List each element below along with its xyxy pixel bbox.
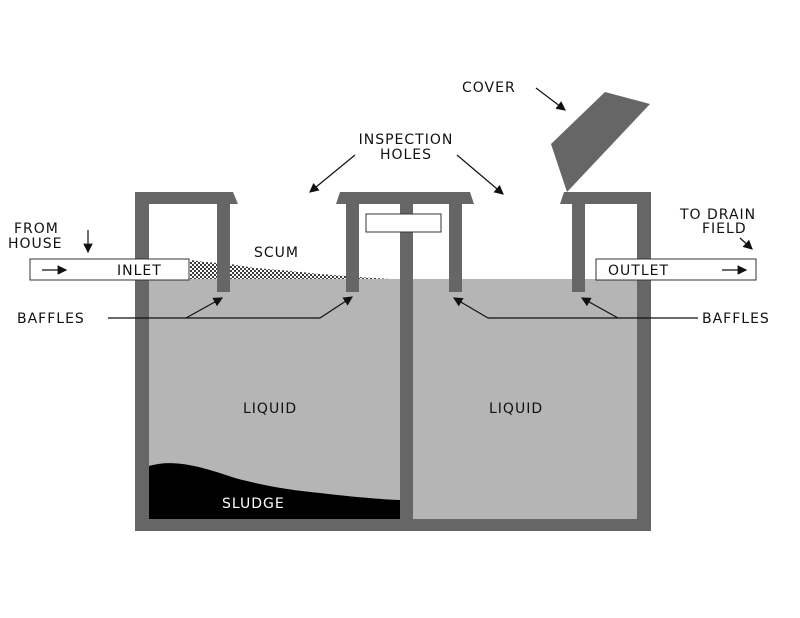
outlet-pipe [595, 258, 757, 281]
sludge-layer [149, 463, 400, 519]
label-liquid-right: LIQUID [489, 401, 543, 417]
baffles-left-leaders [108, 296, 354, 319]
label-outlet: OUTLET [608, 263, 669, 279]
to-drain-arrow [739, 237, 753, 250]
label-sludge: SLUDGE [222, 496, 285, 512]
baffles-right-leaders [452, 297, 698, 319]
label-cover: COVER [462, 80, 516, 96]
label-baffles-left: BAFFLES [17, 311, 85, 327]
label-scum: SCUM [254, 245, 299, 261]
label-from-house-1: FROM [14, 221, 59, 237]
label-inlet: INLET [117, 263, 162, 279]
label-baffles-right: BAFFLES [702, 311, 770, 327]
inspection-arrow-left [309, 154, 356, 193]
label-from-house-2: HOUSE [8, 236, 63, 252]
cover-arrow [535, 87, 566, 111]
label-liquid-left: LIQUID [243, 401, 297, 417]
inspection-arrow-right [456, 154, 504, 195]
label-to-drain-field-1: TO DRAIN [679, 207, 756, 223]
inlet-pipe [29, 258, 190, 281]
label-to-drain-field-2: FIELD [702, 221, 747, 237]
inspection-slot [365, 213, 442, 233]
baffles [217, 204, 585, 292]
tank-cover [551, 92, 650, 192]
liquid-right-chamber [413, 279, 637, 519]
label-inspection-holes-1: INSPECTION [359, 132, 454, 148]
tank-top-slabs [135, 192, 651, 204]
label-inspection-holes-2: HOLES [380, 147, 432, 163]
scum-layer [190, 260, 390, 279]
